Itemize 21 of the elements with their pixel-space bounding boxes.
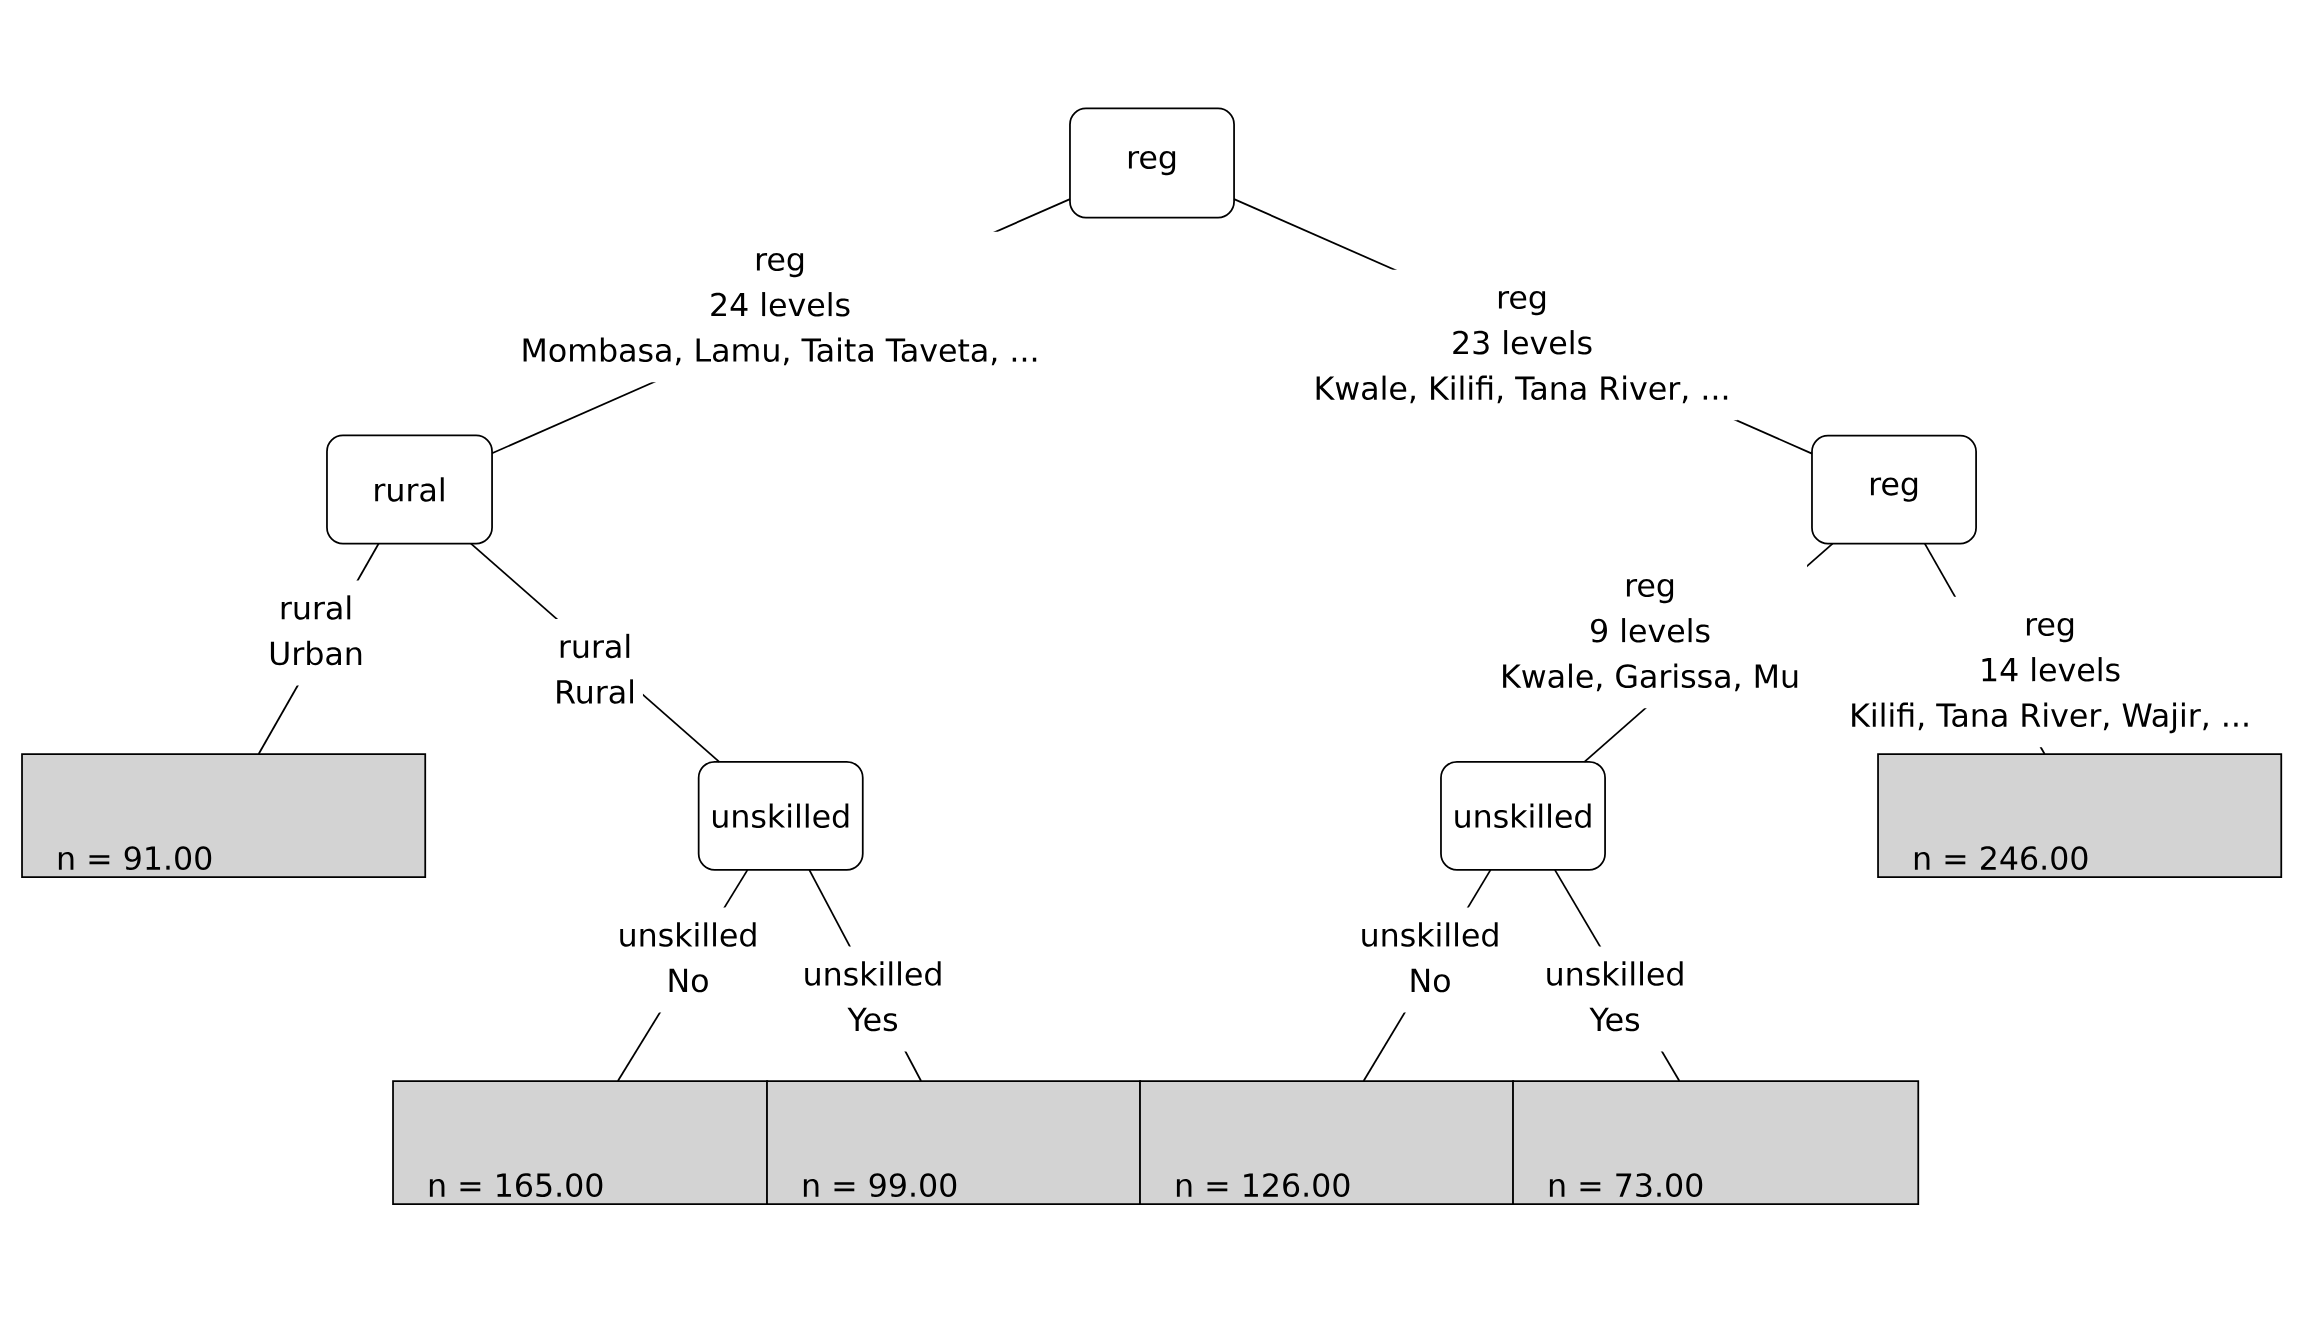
leaf-box: n = 126.00 [1139, 1080, 1515, 1205]
edge-label: reg 23 levels Kwale, Kilifi, Tana River, ... [1306, 269, 1738, 421]
leaf-box: n = 99.00 [766, 1080, 1142, 1205]
edge-label: reg 9 levels Kwale, Garissa, Mu [1493, 557, 1808, 709]
decision-node: unskilled [1440, 760, 1606, 871]
edge-label: unskilled Yes [1537, 946, 1693, 1052]
edge-label: reg 24 levels Mombasa, Lamu, Taita Taveta, ... [513, 231, 1047, 383]
leaf-box: n = 73.00 [1512, 1080, 1920, 1205]
decision-node: reg [1069, 107, 1235, 219]
edge-label: rural Urban [261, 580, 371, 686]
decision-node: unskilled [697, 760, 864, 871]
leaf-box: n = 246.00 [1877, 753, 2283, 878]
edge-label: unskilled Yes [795, 946, 951, 1052]
edge-label: rural Rural [547, 619, 643, 725]
leaf-box: n = 91.00 [21, 753, 427, 878]
edge-label: unskilled No [610, 907, 766, 1013]
edge-label: reg 14 levels Kilifi, Tana River, Wajir, ... [1842, 596, 2258, 748]
edge-label: unskilled No [1352, 907, 1508, 1013]
leaf-box: n = 165.00 [392, 1080, 769, 1205]
decision-node: rural [326, 434, 493, 545]
decision-node: reg [1811, 434, 1977, 545]
